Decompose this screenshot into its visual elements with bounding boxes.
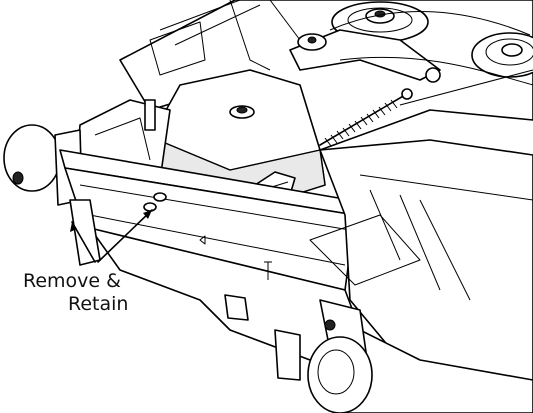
housing-edge xyxy=(94,117,151,161)
callout-label-line2: Retain xyxy=(68,293,129,315)
frame-rail xyxy=(159,0,301,71)
callout-arrows xyxy=(70,209,153,263)
frame-bracket xyxy=(149,21,206,76)
pulley-right xyxy=(471,32,533,78)
idler-arm xyxy=(289,29,441,83)
tension-spring xyxy=(319,88,413,147)
clevis-pin xyxy=(143,192,272,280)
drive-belt xyxy=(329,11,533,106)
deck-baffle xyxy=(309,214,421,286)
mid-bracket xyxy=(224,294,249,321)
callout-label-line1: Remove & xyxy=(23,270,121,292)
front-right-wheel xyxy=(274,299,373,413)
deck-rib xyxy=(359,174,533,301)
lift-post xyxy=(144,99,156,131)
